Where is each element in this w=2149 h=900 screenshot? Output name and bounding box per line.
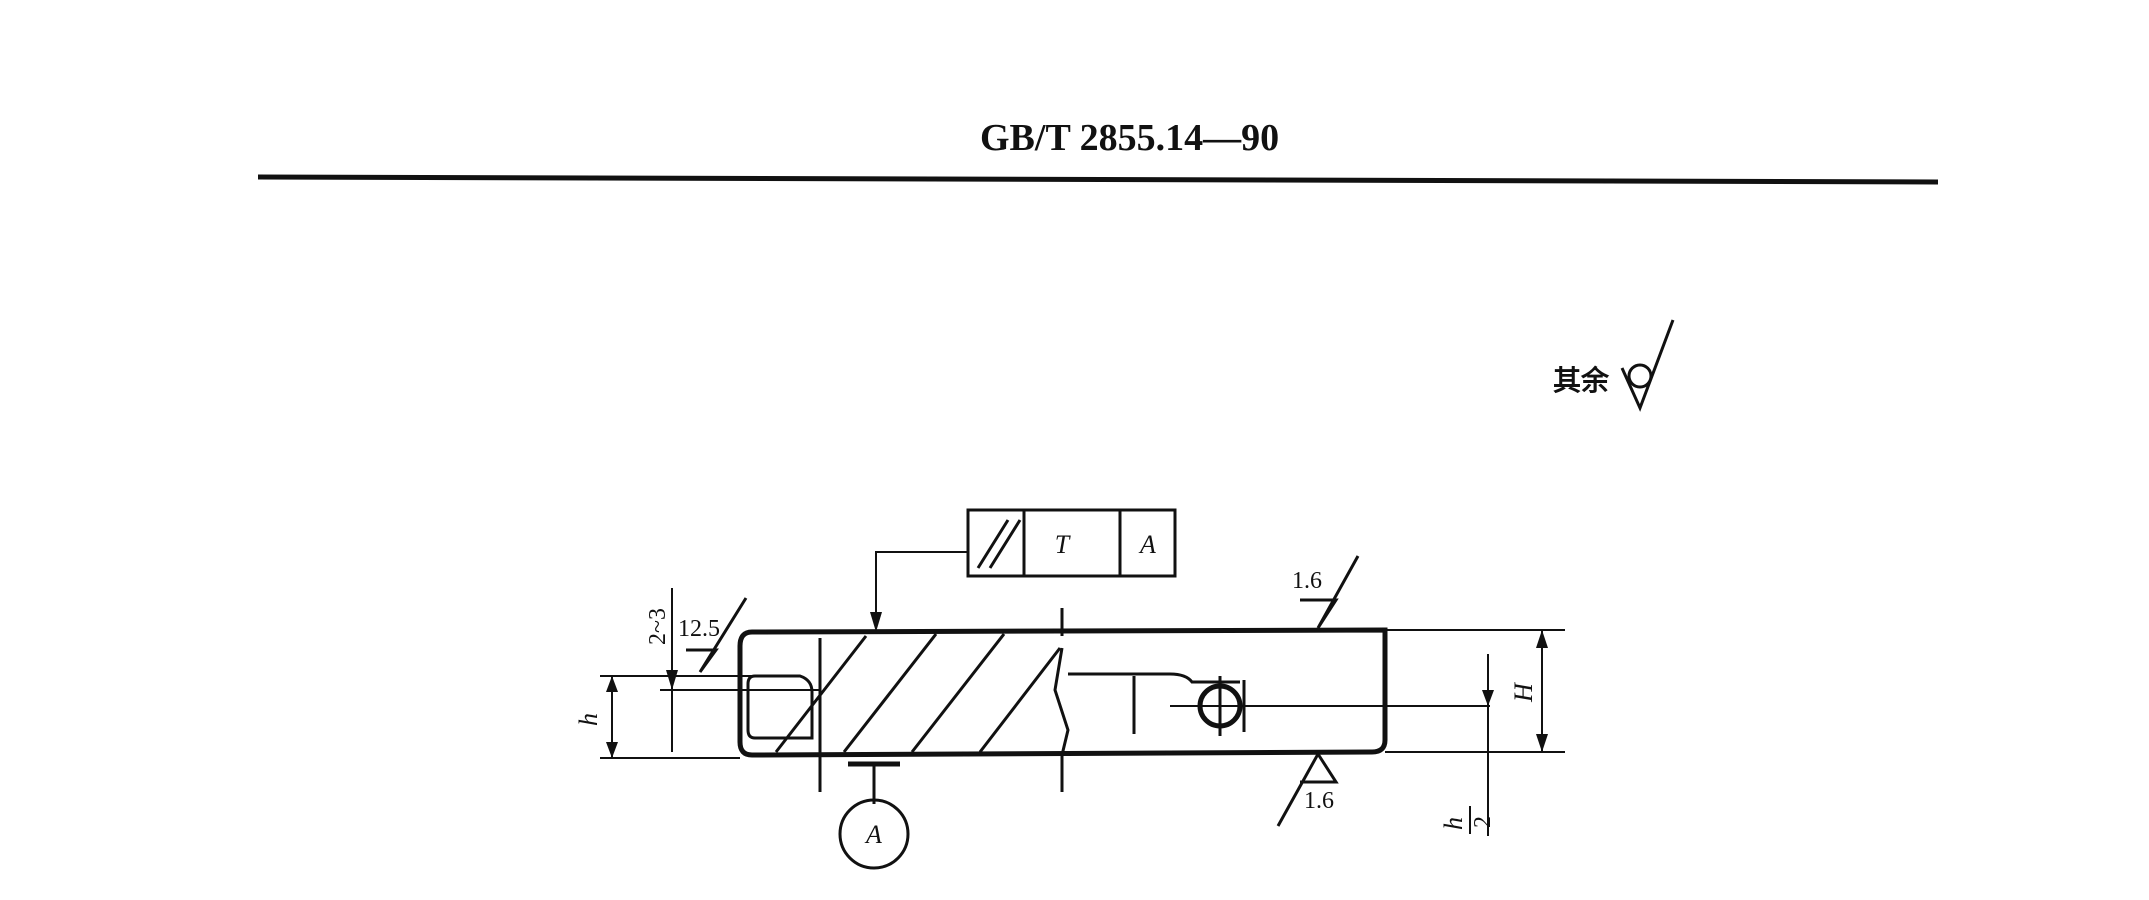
dim-H-label: H: [1509, 682, 1538, 703]
roughness-bottom: 1.6: [1276, 751, 1339, 827]
roughness-general-circle: [1627, 363, 1653, 389]
left-dimensions: h 2~3 12.5: [574, 588, 820, 759]
dim-half-h-den: 2: [1470, 816, 1496, 828]
tolerance-leader: [875, 551, 968, 628]
datum-label: A: [864, 820, 882, 849]
part-outline: [737, 608, 1388, 792]
roughness-general-icon: [1620, 319, 1675, 412]
roughness-left-label: 12.5: [678, 616, 720, 642]
parallelism-icon: [976, 519, 1022, 569]
roughness-bottom-label: 1.6: [1304, 788, 1334, 814]
roughness-top-icon: [1300, 555, 1360, 629]
datum-a-symbol: A: [838, 761, 910, 870]
tolerance-leader-arrow: [870, 612, 882, 632]
tolerance-frame: T A: [870, 508, 1177, 632]
general-roughness-label: 其余: [1553, 364, 1610, 397]
standard-code: GB/T 2855.14—90: [980, 117, 1279, 159]
tolerance-frame-box: [966, 508, 1177, 578]
general-roughness-note: 其余: [1553, 319, 1675, 412]
pin-hole: [1170, 676, 1490, 736]
roughness-bottom-icon: [1276, 751, 1339, 827]
roughness-left-icon: [686, 597, 748, 673]
dim-h-label: h: [574, 713, 603, 726]
dim-half-h-num: h: [1439, 817, 1468, 830]
tolerance-datum: A: [1138, 530, 1156, 559]
right-dimensions: H h 2: [1385, 629, 1565, 836]
dim-half-h: h 2: [1439, 806, 1496, 834]
dim-chamfer-label: 2~3: [645, 608, 671, 645]
roughness-top-label: 1.6: [1292, 568, 1322, 594]
header-rule: [257, 174, 1939, 185]
tolerance-value: T: [1055, 530, 1071, 559]
roughness-top: 1.6: [1292, 555, 1360, 629]
